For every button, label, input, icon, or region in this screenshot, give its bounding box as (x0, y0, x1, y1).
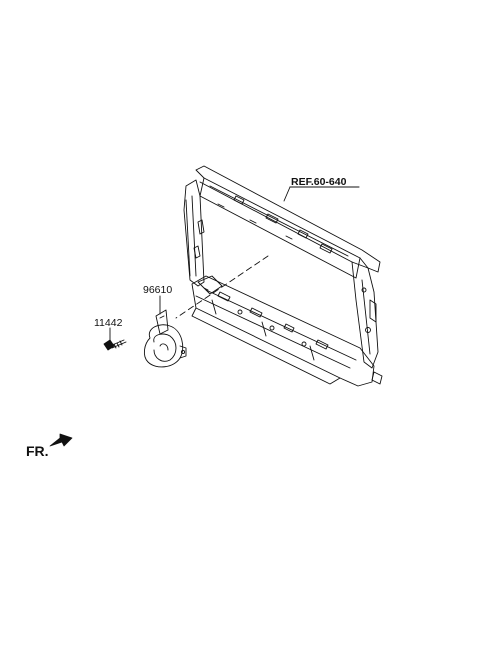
front-end-carrier (183, 165, 383, 387)
ref-leader (283, 186, 291, 202)
bolt-part-number: 11442 (94, 317, 123, 329)
bolt (103, 339, 127, 351)
horn-assembly (143, 309, 187, 368)
front-direction-label: FR. (26, 443, 49, 459)
horn-leader-line (175, 255, 269, 319)
horn-part-number: 96610 (143, 284, 172, 296)
ref-label: REF.60-640 (291, 176, 347, 188)
arrow-icon (49, 433, 73, 447)
